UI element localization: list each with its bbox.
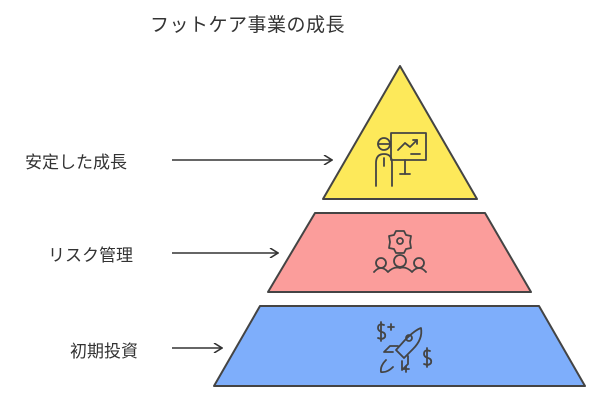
diagram-title: フットケア事業の成長 [150,14,346,36]
presentation-growth-icon [375,132,427,187]
rocket-money-icon [377,321,433,374]
level-label-stable-growth: 安定した成長 [25,153,127,173]
level-label-initial-investment: 初期投資 [70,342,138,362]
level-label-risk-management: リスク管理 [48,246,133,266]
team-gear-icon [373,230,427,273]
